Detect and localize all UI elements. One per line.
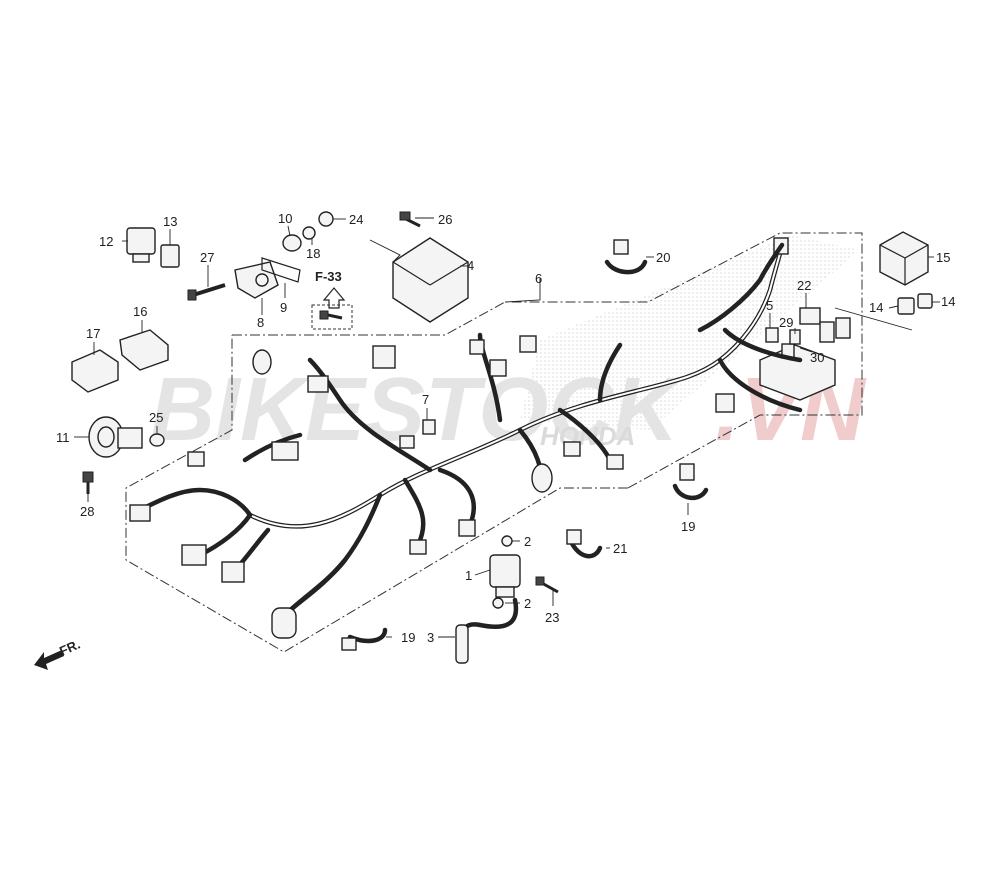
callout-7: 7 <box>422 392 429 407</box>
connector-block <box>399 435 415 449</box>
front-direction-indicator: FR. <box>34 637 82 670</box>
connector-block <box>271 441 299 461</box>
part-9-stay <box>261 257 301 283</box>
part-3-plug-cap <box>455 597 519 664</box>
callout-29: 29 <box>779 315 793 330</box>
connector-block <box>221 561 245 583</box>
small-bolt <box>319 310 343 320</box>
part-6-subharness <box>697 242 803 363</box>
connector-block <box>129 504 151 522</box>
callout-1: 1 <box>465 568 472 583</box>
connector-block <box>372 345 396 369</box>
leader-lines <box>74 217 940 638</box>
part-7 <box>422 419 436 435</box>
front-arrow-icon <box>34 650 64 670</box>
callout-21: 21 <box>613 541 627 556</box>
harness-connectors <box>129 237 789 639</box>
front-label: FR. <box>57 637 82 659</box>
part-12-relay <box>126 227 156 263</box>
callout-23: 23 <box>545 610 559 625</box>
connector-block <box>606 454 624 470</box>
part-27-bolt <box>187 283 226 301</box>
watermark-text: BIKESTOCK <box>150 360 684 460</box>
connector-block <box>307 375 329 393</box>
callout-15: 15 <box>936 250 950 265</box>
connector-boot <box>531 463 553 493</box>
part-14-relay <box>897 293 933 315</box>
part-13-connector <box>160 244 180 268</box>
callout-3: 3 <box>427 630 434 645</box>
connector-block <box>489 359 507 377</box>
connector-block <box>715 393 735 413</box>
callout-2-second: 2 <box>524 596 531 611</box>
part-15-relay <box>879 231 929 286</box>
connector-boot <box>252 349 272 375</box>
connector-boot <box>271 607 297 639</box>
connector-block <box>469 339 485 355</box>
callout-22: 22 <box>797 278 811 293</box>
part-16-module <box>119 329 169 371</box>
watermark-tag: HONDA <box>540 421 635 451</box>
reference-code: F-33 <box>315 269 342 284</box>
callout-12: 12 <box>99 234 113 249</box>
callout-2: 2 <box>524 534 531 549</box>
callout-18: 18 <box>306 246 320 261</box>
callout-30: 30 <box>810 350 824 365</box>
part-2-nut <box>492 535 513 609</box>
callout-20: 20 <box>656 250 670 265</box>
part-25-washer <box>149 433 165 447</box>
connector-block <box>409 539 427 555</box>
callout-4: 4 <box>467 258 474 273</box>
part-8-bracket <box>234 261 279 299</box>
callout-25: 25 <box>149 410 163 425</box>
up-arrow-icon <box>322 287 346 309</box>
connector-block <box>458 519 476 537</box>
part-17-cover <box>71 349 119 393</box>
part-28-bolt <box>82 471 94 494</box>
callout-11: 11 <box>56 430 70 445</box>
part-1-ignition-coil <box>489 554 521 598</box>
callout-27: 27 <box>200 250 214 265</box>
callout-24: 24 <box>349 212 363 227</box>
part-11-horn <box>88 416 143 458</box>
assembly-outline <box>125 232 863 653</box>
callout-14-second: 14 <box>941 294 955 309</box>
callout-28: 28 <box>80 504 94 519</box>
part-23-bolt <box>535 576 559 594</box>
part-10-grommet <box>282 234 302 252</box>
part-21-band <box>566 529 603 559</box>
part-24-nut <box>318 211 334 227</box>
main-wire-harness <box>137 242 803 628</box>
connector-block <box>519 335 537 353</box>
connector-block <box>187 451 205 467</box>
callout-9: 9 <box>280 300 287 315</box>
callout-13: 13 <box>163 214 177 229</box>
callout-6: 6 <box>535 271 542 286</box>
callout-14: 14 <box>869 300 883 315</box>
callout-19-second: 19 <box>681 519 695 534</box>
callout-10: 10 <box>278 211 292 226</box>
reference-box: F-33 <box>311 269 353 330</box>
callout-17: 17 <box>86 326 100 341</box>
callout-8: 8 <box>257 315 264 330</box>
part-18-collar <box>302 226 316 240</box>
part-4-ecu <box>392 237 469 323</box>
callout-19: 19 <box>401 630 415 645</box>
callout-5: 5 <box>766 298 773 313</box>
fuse-box-parts-5-22-29-30 <box>759 307 851 401</box>
callout-labels: 1 2 2 3 4 5 6 7 8 9 10 11 12 13 14 14 15… <box>56 211 955 645</box>
connector-block <box>563 441 581 457</box>
callout-16: 16 <box>133 304 147 319</box>
connector-block <box>181 544 207 566</box>
part-20-band <box>604 239 648 275</box>
callout-26: 26 <box>438 212 452 227</box>
part-19-band <box>341 463 709 651</box>
part-26-bolt <box>399 211 421 228</box>
